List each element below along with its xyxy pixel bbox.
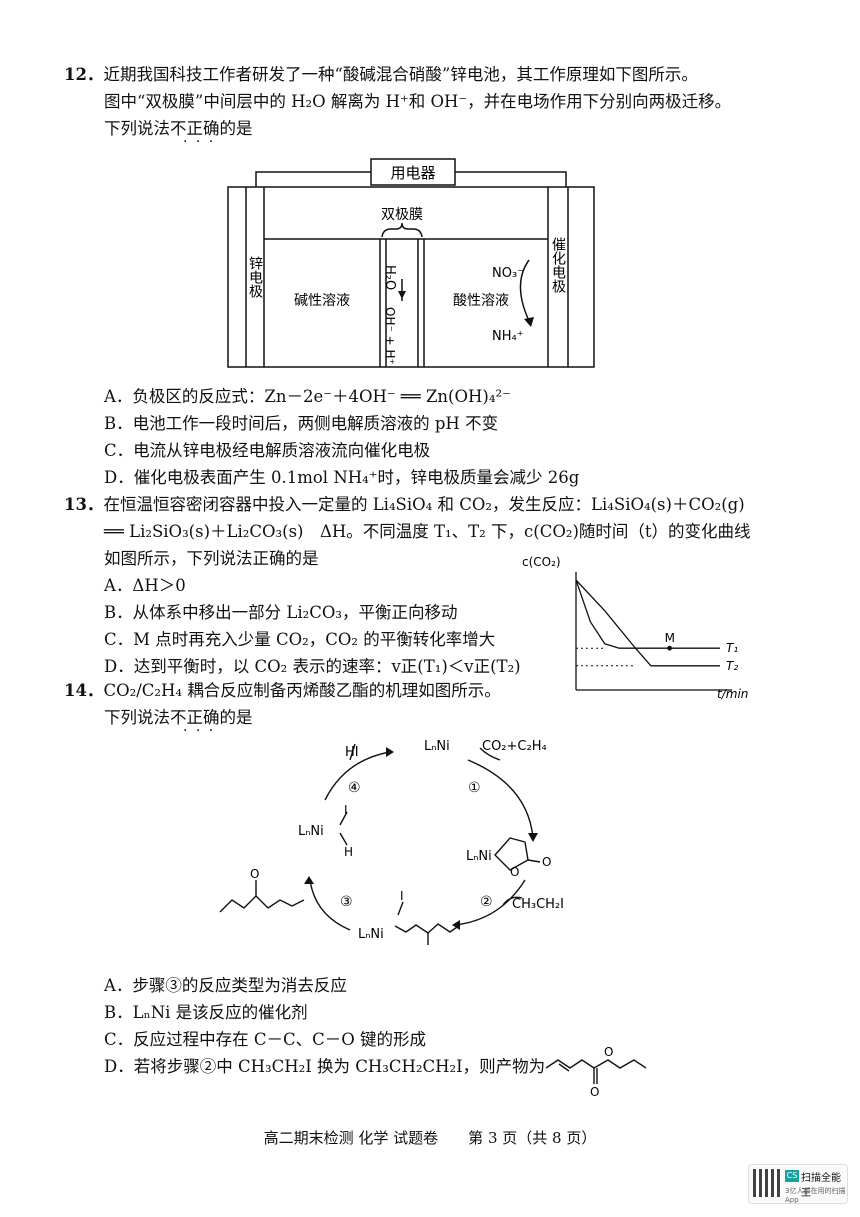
acidic-label: 酸性溶液 (453, 293, 509, 309)
hydride-label: H (344, 845, 353, 859)
reagent2-label: CH₃CH₂I (512, 897, 564, 912)
q13-option-d: D．达到平衡时，以 CO₂ 表示的速率：v正(T₁)＜v正(T₂) (104, 657, 521, 676)
nickel-hydride-complex: LₙNi (298, 824, 324, 839)
catalyst-label: LₙNi (424, 739, 450, 754)
scanner-title: 扫描全能王 (801, 1173, 841, 1199)
q13-line3: 如图所示，下列说法正确的是 (104, 549, 319, 568)
q13-option-a: A．ΔH＞0 (104, 576, 186, 595)
catalytic-cycle-diagram: LₙNi CO₂+C₂H₄ HI CH₃CH₂I ① ② ③ ④ LₙNi I … (219, 739, 564, 945)
chart-y-label: c(CO₂) (522, 555, 561, 569)
q14-text: CO₂/C₂H₄ 耦合反应制备丙烯酸乙酯的机理如图所示。 (103, 681, 501, 700)
page-footer: 高二期末检测 化学 试题卷 第 3 页（共 8 页） (263, 1129, 597, 1147)
q12-option-a: A．负极区的反应式：Zn－2e⁻＋4OH⁻ ══ Zn(OH)₄²⁻ (104, 387, 511, 406)
q13-line1: 13．在恒温恒容密闭容器中投入一定量的 Li₄SiO₄ 和 CO₂，发生反应：L… (64, 494, 745, 516)
q12-text: 近期我国科技工作者研发了一种“酸碱混合硝酸”锌电池，其工作原理如下图所示。 (103, 65, 698, 84)
membrane-label: 双极膜 (381, 207, 423, 223)
propyl-acrylate-structure: O O (545, 1046, 647, 1098)
point-m-label: M (665, 631, 675, 645)
scanner-subtitle: 3亿人都在用的扫描App (785, 1187, 846, 1204)
step1-label: ① (468, 780, 481, 796)
alkyl-nickel-complex: LₙNi (358, 927, 384, 942)
q12-number: 12． (64, 65, 104, 84)
reduction-arrow (519, 259, 532, 326)
battery-diagram: 用电器 双极膜 H₂O OH⁻ + H⁺ 碱性溶液 酸性溶液 锌电极 催化电极 … (227, 158, 595, 368)
alkaline-label: 碱性溶液 (294, 293, 350, 309)
reagent1-label: CO₂+C₂H₄ (482, 739, 547, 754)
alkyl-iodide-label: I (400, 889, 404, 903)
product-oxygen-label: O (250, 867, 259, 881)
q12-line3: 下列说法不正确的是 (104, 119, 253, 138)
q12-option-c: C．电流从锌电极经电解质溶液流向催化电极 (104, 441, 431, 460)
q14-option-c: C．反应过程中存在 C－C、C－O 键的形成 (104, 1030, 427, 1049)
q13-text: 在恒温恒容密闭容器中投入一定量的 Li₄SiO₄ 和 CO₂，发生反应：Li₄S… (103, 495, 745, 514)
q13-option-b: B．从体系中移出一部分 Li₂CO₃，平衡正向移动 (104, 603, 458, 622)
nickelalactone-complex: LₙNi (466, 849, 492, 864)
water-label: H₂O (382, 265, 397, 290)
qr-code-icon (753, 1169, 781, 1197)
series-label-1: T₁ (726, 641, 738, 655)
ammonium-label: NH₄⁺ (492, 329, 524, 344)
ions-label: OH⁻ + H⁺ (383, 307, 397, 365)
q14-option-a: A．步骤③的反应类型为消去反应 (104, 976, 347, 995)
scanner-logo: CS (785, 1170, 799, 1182)
series-line-1 (575, 579, 720, 649)
step3-label: ③ (340, 894, 353, 910)
catalyst-electrode-label: 催化电极 (550, 237, 566, 293)
point-m-marker (667, 645, 672, 651)
q14-number: 14． (64, 681, 104, 700)
zinc-electrode-label: 锌电极 (247, 256, 263, 298)
series-line-2 (575, 579, 720, 667)
q14-line1: 14．CO₂/C₂H₄ 耦合反应制备丙烯酸乙酯的机理如图所示。 (64, 680, 501, 702)
acrylate-ester-o: O (604, 1046, 613, 1059)
q13-line2: ══ Li₂SiO₃(s)＋Li₂CO₃(s) ΔH。不同温度 T₁、T₂ 下，… (104, 522, 751, 541)
iodide-label: I (344, 803, 348, 817)
q12-option-b: B．电池工作一段时间后，两侧电解质溶液的 pH 不变 (104, 414, 499, 433)
q12-line1: 12．近期我国科技工作者研发了一种“酸碱混合硝酸”锌电池，其工作原理如下图所示。 (64, 64, 698, 86)
q13-number: 13． (64, 495, 104, 514)
q12-option-d: D．催化电极表面产生 0.1mol NH₄⁺时，锌电极质量会减少 26g (104, 468, 580, 487)
nitrate-label: NO₃⁻ (492, 266, 524, 281)
emphasis-dots: · · · (183, 134, 216, 150)
q12-line2: 图中“双极膜”中间层中的 H₂O 解离为 H⁺和 OH⁻，并在电场作用下分别向两… (104, 92, 732, 111)
ring-oxygen-label: O (510, 865, 519, 879)
q14-line2: 下列说法不正确的是 (104, 708, 253, 727)
scanner-watermark: CS 扫描全能王 3亿人都在用的扫描App (748, 1164, 848, 1204)
carbonyl-oxygen-label: O (542, 855, 551, 869)
hi-label: HI (345, 745, 359, 760)
co2-concentration-chart: c(CO₂) t/min T₁ T₂ M (522, 555, 748, 700)
q14-option-d: D．若将步骤②中 CH₃CH₂I 换为 CH₃CH₂CH₂I，则产物为 (104, 1057, 546, 1076)
step4-label: ④ (348, 780, 361, 796)
appliance-label: 用电器 (390, 164, 435, 182)
acrylate-carbonyl-o: O (590, 1085, 599, 1098)
step2-label: ② (480, 894, 493, 910)
q13-option-c: C．M 点时再充入少量 CO₂，CO₂ 的平衡转化率增大 (104, 630, 496, 649)
series-label-2: T₂ (726, 659, 738, 673)
chart-x-label: t/min (717, 687, 748, 700)
emphasis-dots-14: · · · (183, 723, 216, 739)
q14-option-b: B．LₙNi 是该反应的催化剂 (104, 1003, 308, 1022)
